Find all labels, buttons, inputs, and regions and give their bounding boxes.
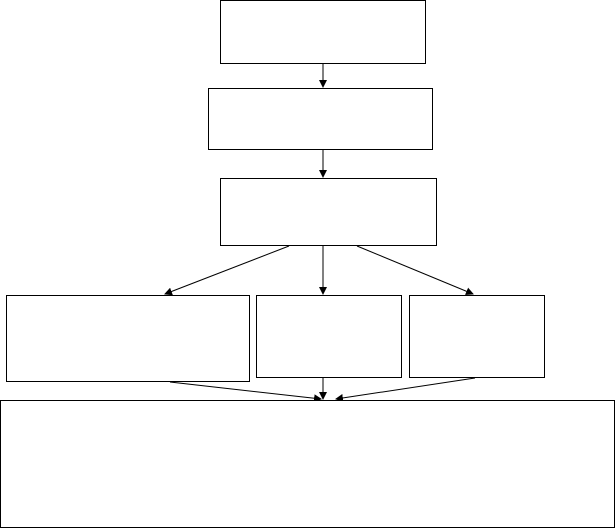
arrow-box6-to-box7 <box>335 377 476 402</box>
arrow-box4-to-box7 <box>169 381 322 403</box>
arrow-box3-to-box6 <box>356 245 474 296</box>
flow-box-4 <box>6 295 250 382</box>
flow-box-1 <box>220 0 426 64</box>
flow-box-6 <box>409 295 545 378</box>
flow-box-5 <box>256 295 402 378</box>
flow-box-7 <box>0 400 615 528</box>
arrow-box3-to-box4 <box>164 245 290 296</box>
flow-box-3 <box>220 178 437 246</box>
flow-box-2 <box>208 88 433 150</box>
